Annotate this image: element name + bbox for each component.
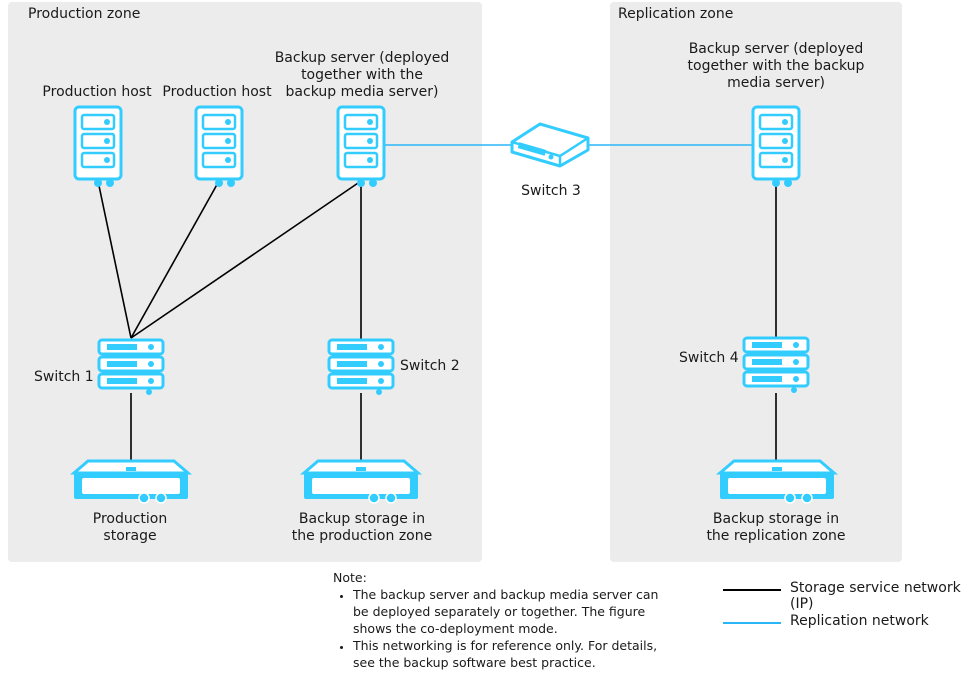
- backup-storage-repl-label: Backup storage in the replication zone: [706, 511, 846, 544]
- production-host-2-icon: [194, 105, 244, 189]
- legend-replication-label: Replication network: [790, 613, 929, 629]
- backup-server-repl-icon: [751, 105, 801, 189]
- production-host-1-label: Production host: [42, 84, 152, 100]
- switch-1-label: Switch 1: [34, 369, 94, 385]
- switch-2-icon: [327, 338, 395, 397]
- backup-storage-prod-label: Backup storage in the production zone: [291, 511, 433, 544]
- backup-server-prod-icon: [336, 105, 386, 189]
- note-block: Note: The backup server and backup media…: [333, 569, 678, 671]
- switch-3-icon: [510, 122, 590, 168]
- backup-storage-prod-icon: [302, 459, 420, 505]
- backup-server-prod-label: Backup server (deployed together with th…: [274, 50, 450, 100]
- switch-2-label: Switch 2: [400, 358, 460, 374]
- production-storage-label: Production storage: [92, 511, 168, 544]
- production-host-2-label: Production host: [162, 84, 272, 100]
- storage-service-links: [97, 180, 777, 463]
- note-item: This networking is for reference only. F…: [353, 637, 678, 671]
- production-zone-title: Production zone: [28, 6, 141, 22]
- legend-replication-line: [723, 622, 781, 624]
- note-item: The backup server and backup media serve…: [353, 586, 678, 637]
- legend-storage-line: [723, 589, 781, 591]
- production-storage-icon: [72, 459, 190, 505]
- production-host-1-icon: [73, 105, 123, 189]
- note-list: The backup server and backup media serve…: [333, 586, 678, 671]
- note-heading: Note:: [333, 570, 367, 585]
- backup-storage-repl-icon: [718, 459, 836, 505]
- switch-1-icon: [97, 338, 165, 397]
- replication-zone-title: Replication zone: [618, 6, 734, 22]
- backup-server-repl-label: Backup server (deployed together with th…: [687, 41, 865, 91]
- switch-3-label: Switch 3: [521, 183, 581, 199]
- legend-storage-label: Storage service network (IP): [790, 580, 961, 612]
- switch-4-label: Switch 4: [679, 350, 739, 366]
- switch-4-icon: [742, 336, 810, 395]
